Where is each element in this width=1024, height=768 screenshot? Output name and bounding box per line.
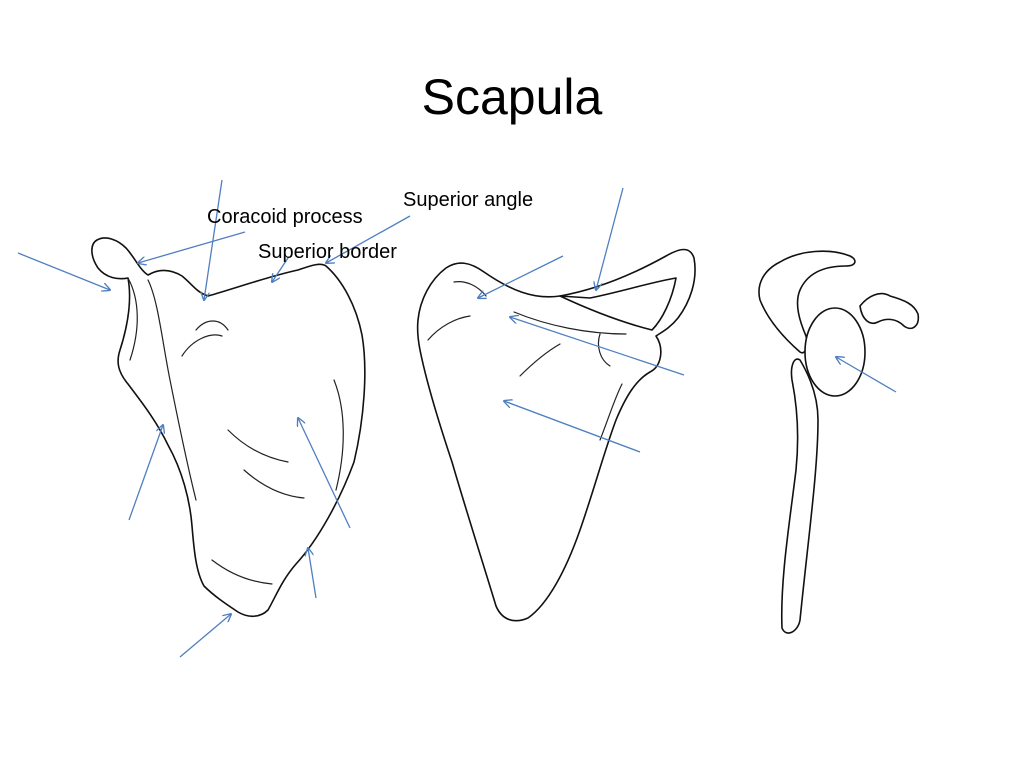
scapula-anterior-view xyxy=(91,237,366,618)
arrow-acromion-posterior xyxy=(596,187,624,290)
arrow-acromion xyxy=(17,252,110,290)
label-superior-border: Superior border xyxy=(258,241,397,263)
scapula-lateral-view xyxy=(758,250,920,634)
label-superior-angle: Superior angle xyxy=(403,189,534,211)
arrow-superior-border xyxy=(272,257,289,282)
arrow-medial-border xyxy=(308,548,317,599)
arrow-coracoid-process xyxy=(138,231,246,263)
arrow-lateral-border xyxy=(128,425,163,521)
arrow-supraspinous-fossa xyxy=(478,255,564,298)
arrow-glenoid-cavity xyxy=(836,357,897,393)
arrow-subscapular-fossa xyxy=(298,418,351,529)
arrow-infraspinous-fossa xyxy=(504,401,641,453)
slide-title: Scapula xyxy=(421,69,603,125)
arrow-inferior-angle xyxy=(179,614,231,658)
arrow-suprascapular-notch xyxy=(204,179,223,300)
arrow-superior-angle xyxy=(326,215,411,263)
arrow-spine-of-scapula xyxy=(510,317,685,376)
label-coracoid-process: Coracoid process xyxy=(207,206,363,228)
scapula-posterior-view xyxy=(416,248,696,622)
